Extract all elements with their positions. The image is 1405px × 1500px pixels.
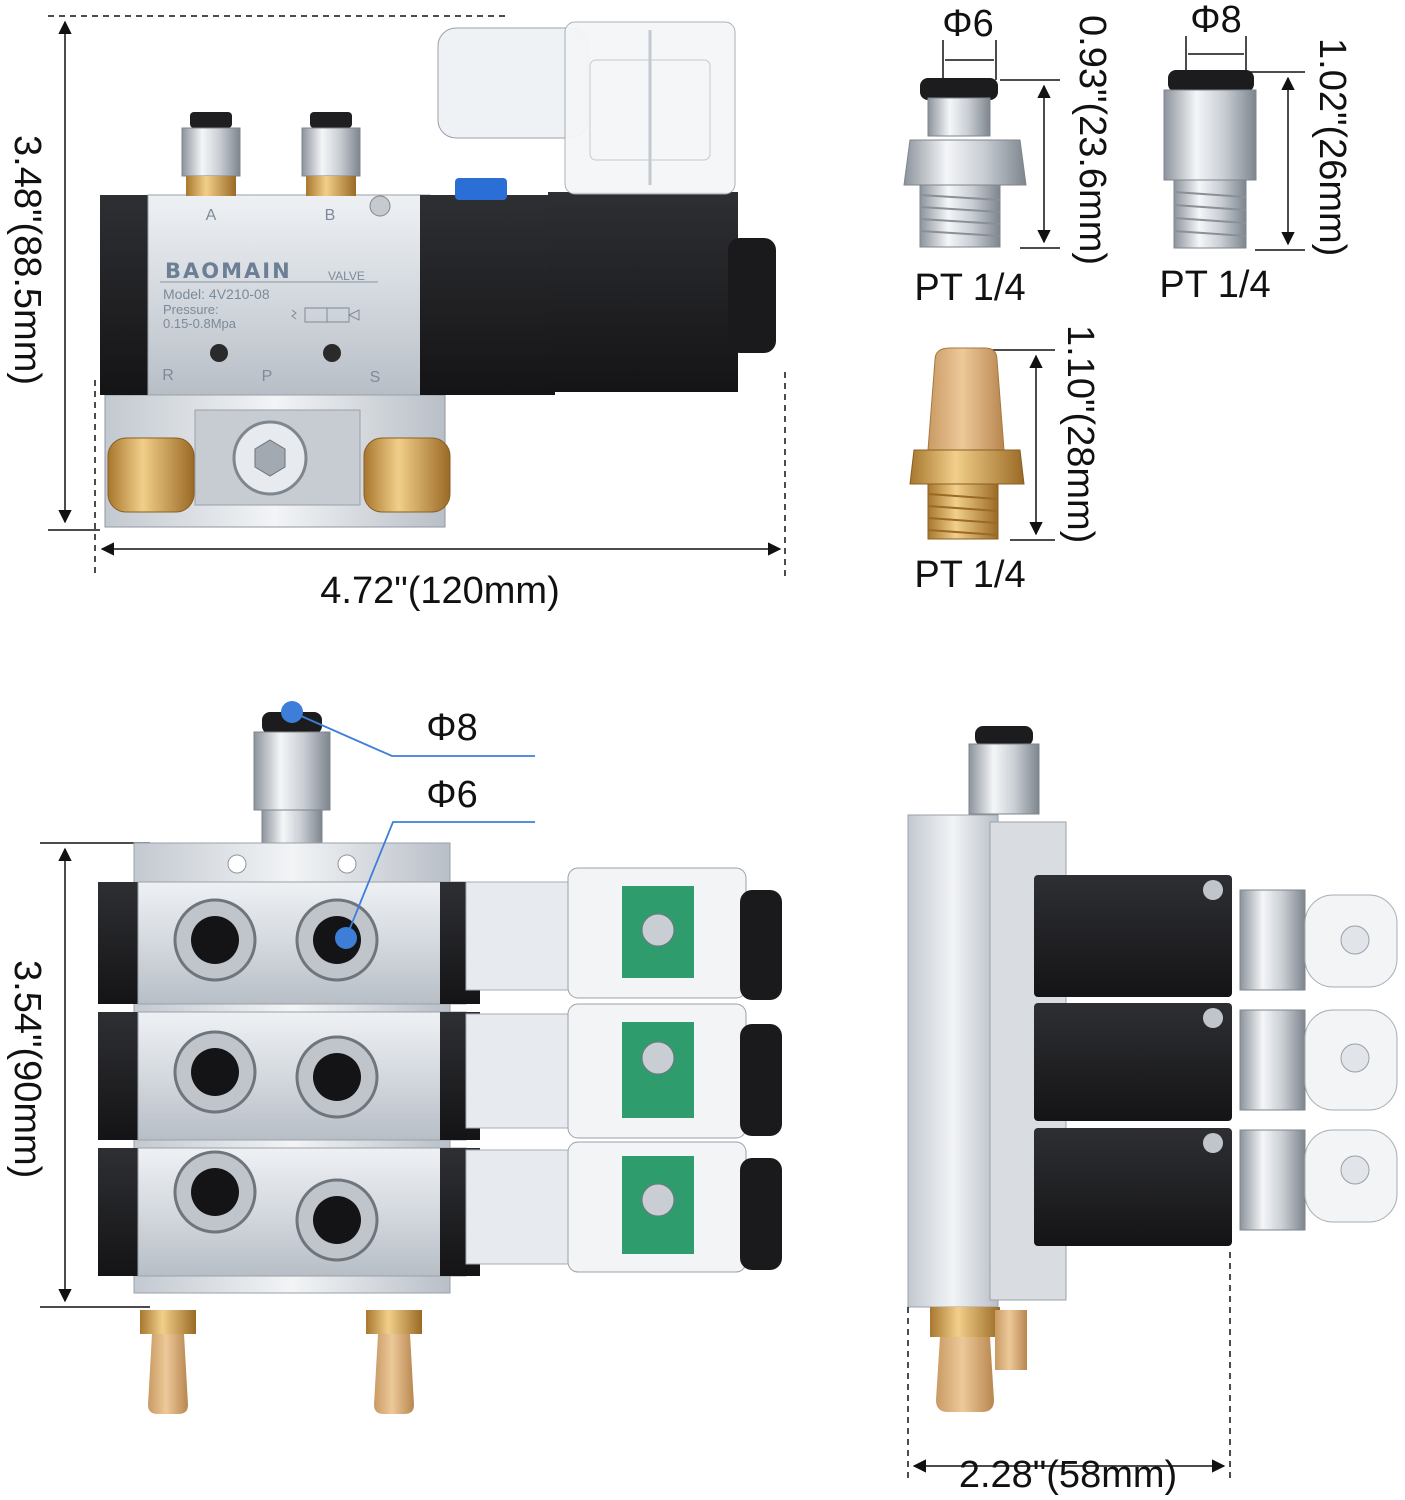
fitting-6mm-view: Φ6 0.93"(23.6mm) PT 1/4 [903, 3, 1113, 309]
side-connectors [1239, 889, 1398, 1231]
fitting-8mm-thread: PT 1/4 [1159, 264, 1270, 306]
fitting-6mm-diameter: Φ6 [942, 3, 993, 45]
muffler-thread: PT 1/4 [914, 554, 1025, 596]
valve-body: BAOMAIN VALVE Model: 4V210-08 Pressure: … [100, 178, 555, 396]
manifold-front-dimension-lines [40, 842, 150, 1308]
fitting-6mm-thread: PT 1/4 [914, 267, 1025, 309]
port-b-label: B [325, 207, 336, 224]
muffler-view: 1.10"(28mm) PT 1/4 [909, 325, 1101, 596]
single-valve-view: 3.48"(88.5mm) 4.72"(120mm) BAOMAIN VALVE… [6, 15, 786, 612]
valve-solenoid-coil [437, 21, 776, 392]
port-r-label: R [162, 367, 174, 384]
valve-pressure-range-text: 0.15-0.8Mpa [163, 316, 237, 331]
fitting-8mm-height-label: 1.02"(26mm) [1311, 38, 1353, 256]
callout-dot-8mm [281, 701, 303, 723]
fitting-8mm-view: Φ8 1.02"(26mm) PT 1/4 [1159, 0, 1353, 306]
side-width-label: 2.28"(58mm) [959, 1454, 1177, 1496]
valve-symbol [291, 307, 360, 323]
side-mufflers [930, 1307, 1027, 1412]
valve-word-text: VALVE [328, 269, 365, 283]
diameter-callouts [291, 711, 535, 939]
manifold-front-mufflers [140, 1310, 422, 1414]
valve-dimension-lines [48, 15, 786, 576]
callout-8mm-label: Φ8 [426, 707, 477, 749]
manifold-height-label: 3.54"(90mm) [6, 960, 48, 1178]
side-dimension-lines [907, 1252, 1231, 1480]
muffler-height-label: 1.10"(28mm) [1059, 325, 1101, 543]
port-a-label: A [206, 207, 217, 224]
manifold-side-view: 2.28"(58mm) [907, 726, 1398, 1496]
valve-brand-text: BAOMAIN [165, 259, 292, 283]
valve-width-label: 4.72"(120mm) [320, 570, 559, 612]
valve-model-text: Model: 4V210-08 [163, 286, 270, 302]
manifold-front-view: 3.54"(90mm) [6, 701, 782, 1414]
port-p-label: P [262, 368, 273, 385]
fitting-8mm-diameter: Φ8 [1190, 0, 1241, 41]
valve-pressure-text: Pressure: [163, 302, 219, 317]
manifold-valve-row-3 [98, 1141, 782, 1277]
valve-height-label: 3.48"(88.5mm) [6, 135, 48, 385]
valve-port-fittings [181, 112, 361, 196]
manifold-valve-row-2 [98, 1003, 782, 1141]
port-s-label: S [370, 369, 381, 386]
callout-6mm-label: Φ6 [426, 774, 477, 816]
fitting-6mm-height-label: 0.93"(23.6mm) [1071, 15, 1113, 265]
callout-dot-6mm [335, 927, 357, 949]
valve-mufflers [107, 437, 451, 513]
side-coil-blocks [1034, 875, 1232, 1246]
manifold-valve-row-1 [98, 867, 782, 1005]
